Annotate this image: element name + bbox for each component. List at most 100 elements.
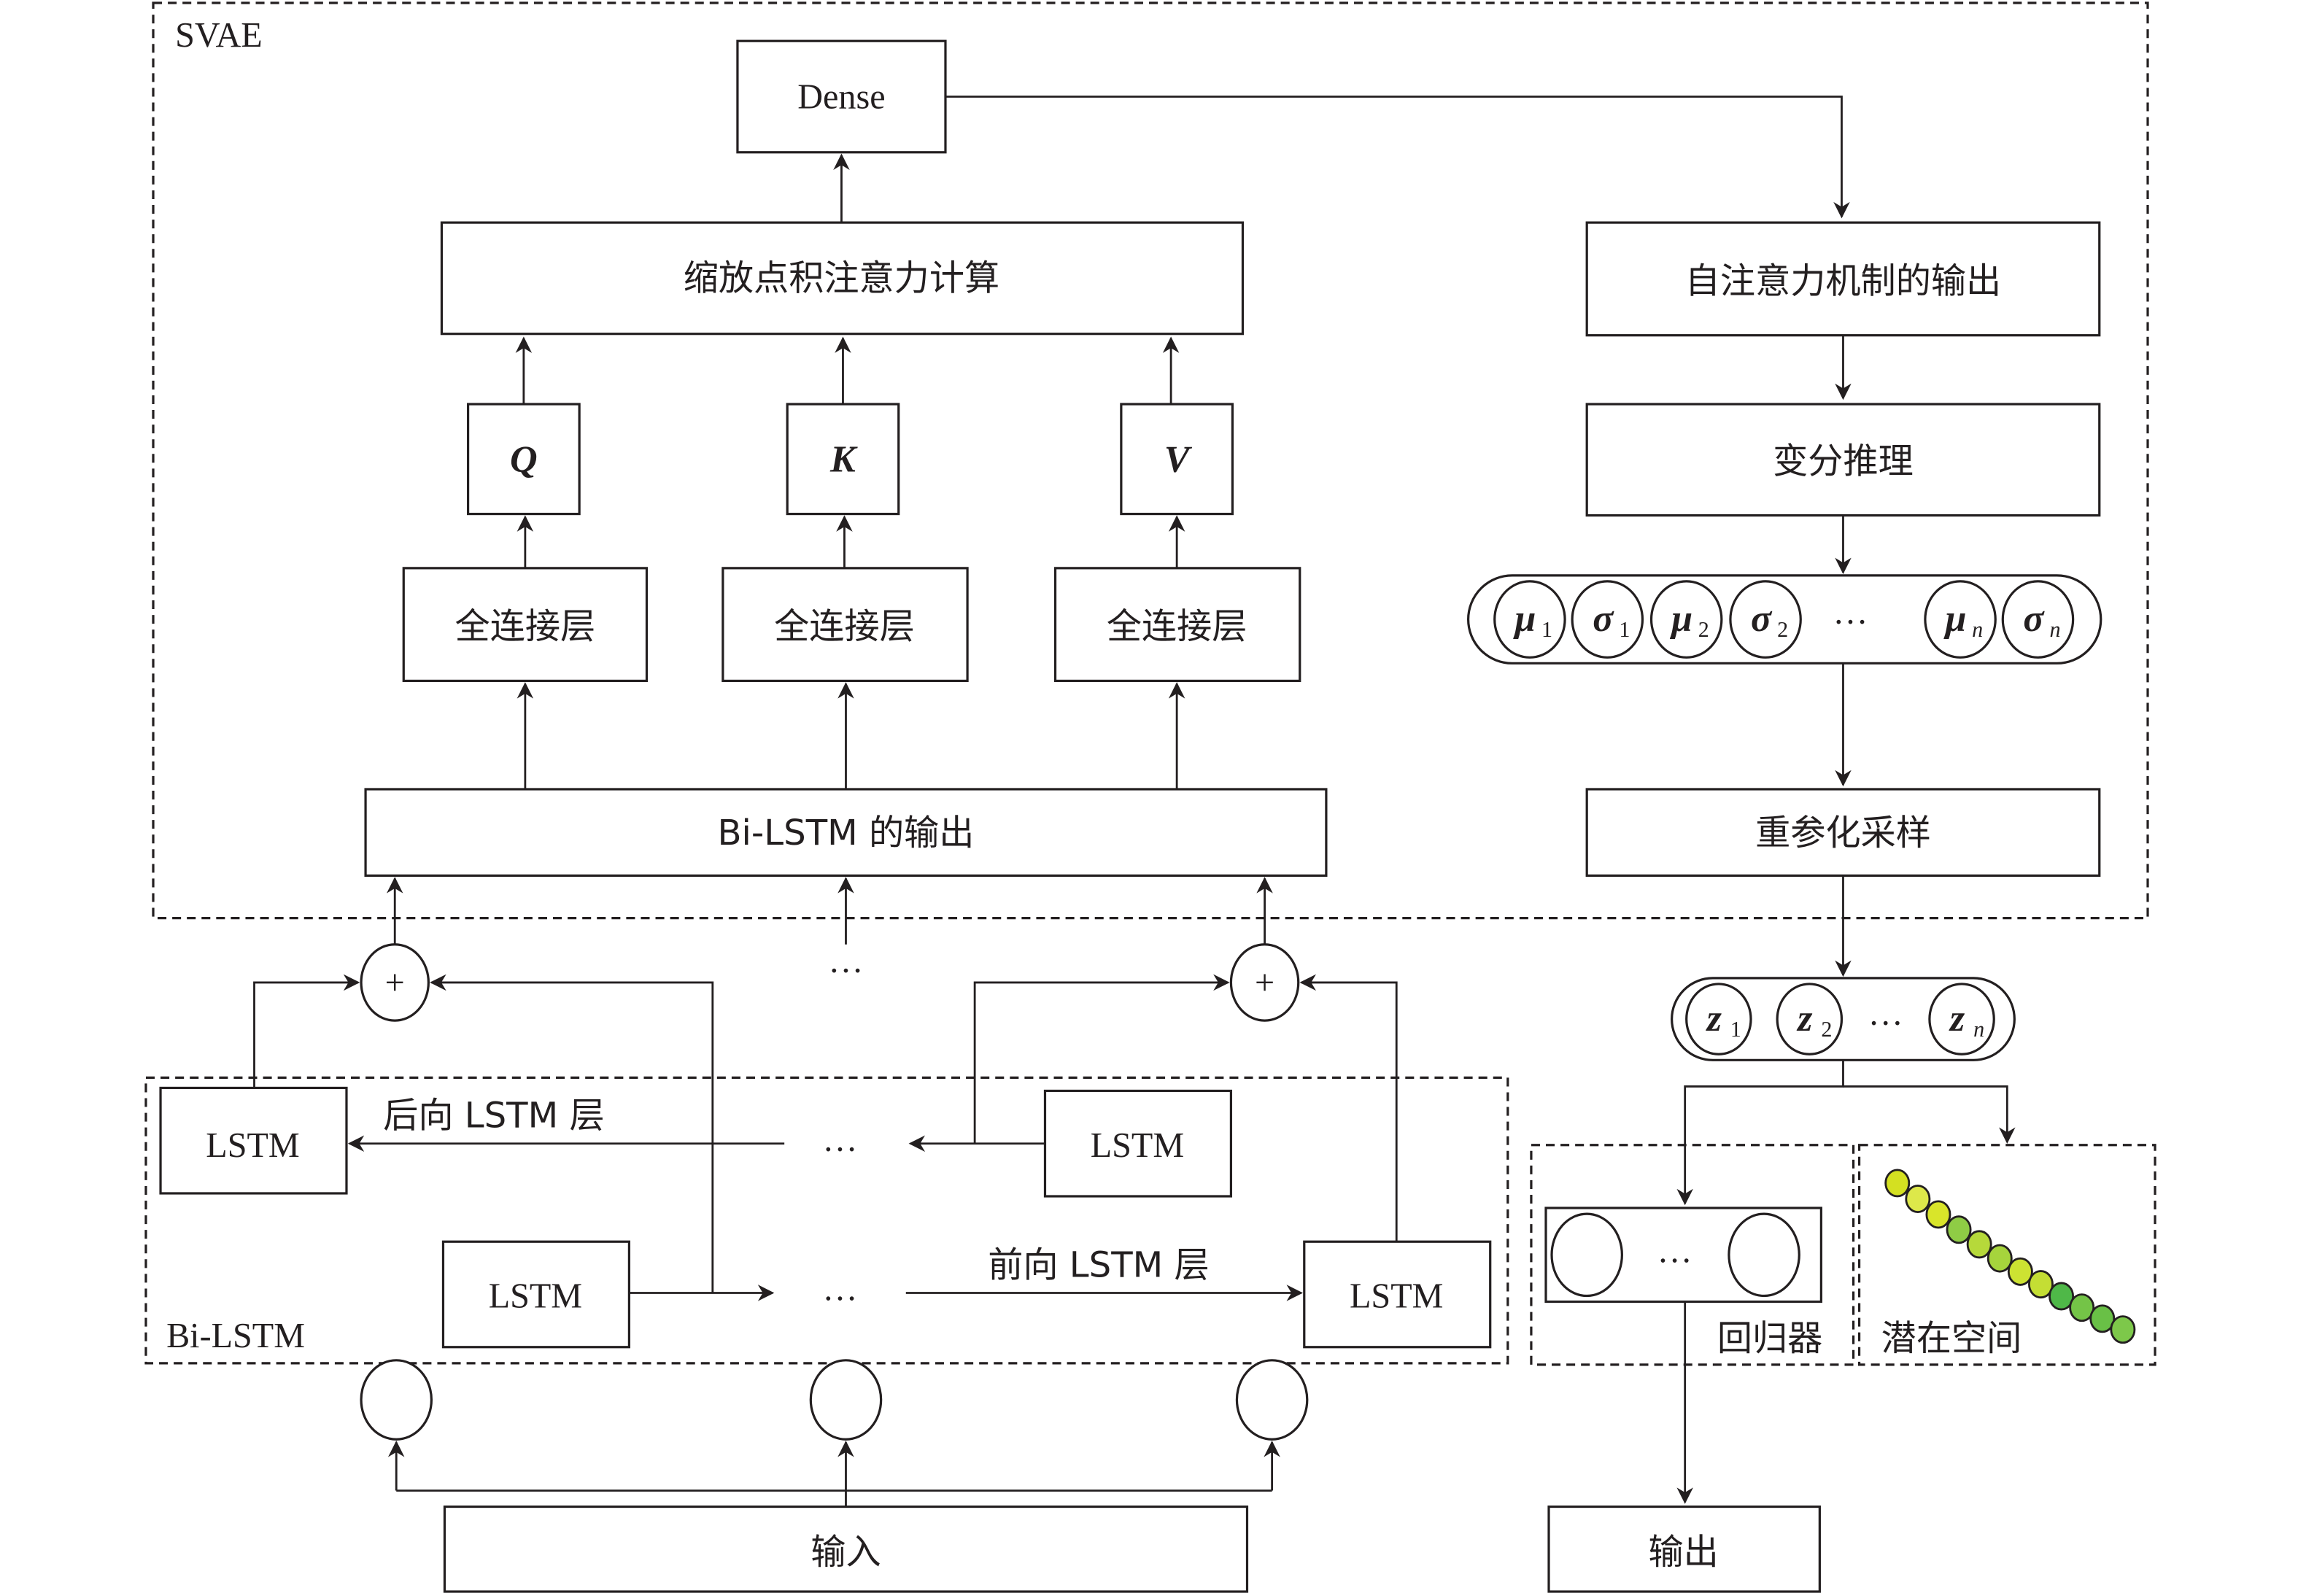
svae-region bbox=[152, 1, 2149, 920]
forward-ellipsis: … bbox=[822, 1270, 857, 1309]
fc-box-v bbox=[1053, 567, 1301, 683]
z_vars-symbol: z bbox=[1949, 997, 1965, 1039]
output-box bbox=[1547, 1505, 1821, 1593]
latent_params-circle bbox=[1729, 580, 1802, 659]
lstm-forward-right-label: LSTM bbox=[1350, 1277, 1443, 1316]
z-ellipsis: … bbox=[1868, 994, 1903, 1033]
z_vars-circle bbox=[1685, 983, 1752, 1055]
reparam-sampling-box bbox=[1585, 788, 2101, 877]
latent-space-label: 潜在空间 bbox=[1881, 1318, 2022, 1359]
latent_params-subscript: n bbox=[2050, 617, 2061, 642]
latent_params-symbol: μ bbox=[1512, 597, 1536, 640]
z_vars-subscript: 1 bbox=[1730, 1017, 1741, 1042]
latent-space-point bbox=[1905, 1185, 1931, 1214]
variational-inference-box bbox=[1585, 403, 2101, 517]
backward-ellipsis: … bbox=[822, 1120, 857, 1159]
z_vars-circle bbox=[1776, 983, 1844, 1055]
k-box bbox=[786, 403, 900, 516]
self-attention-output-label: 自注意力机制的输出 bbox=[1685, 260, 2001, 301]
fc-label-q: 全连接层 bbox=[455, 606, 596, 647]
latent_params-circle bbox=[1571, 580, 1644, 659]
fc-label-k: 全连接层 bbox=[774, 606, 915, 647]
latent_params-symbol: σ bbox=[2023, 597, 2045, 640]
input-node-3 bbox=[1235, 1359, 1309, 1441]
latent-space-point bbox=[2110, 1315, 2136, 1344]
svae-label: SVAE bbox=[175, 16, 263, 55]
z_vars-symbol: z bbox=[1796, 997, 1813, 1039]
lstm-backward-left-to-plus-arrow bbox=[253, 974, 360, 1088]
forward-layer-label: 前向 LSTM 层 bbox=[988, 1244, 1209, 1285]
lstm-forward-left bbox=[441, 1240, 631, 1349]
bilstm-output-label: Bi-LSTM 的输出 bbox=[718, 813, 975, 853]
regressor-region bbox=[1530, 1144, 1855, 1366]
latent-space-point bbox=[1925, 1200, 1951, 1229]
latent-space-point bbox=[1986, 1244, 2013, 1273]
z_vars-subscript: 2 bbox=[1821, 1017, 1832, 1042]
attention-calc-box bbox=[440, 221, 1245, 336]
lstm-forward-right bbox=[1303, 1240, 1492, 1349]
latent-space-point bbox=[1884, 1169, 1911, 1198]
latent_params-symbol: σ bbox=[1751, 597, 1773, 640]
z-to-regressor-arrow bbox=[1676, 1060, 1844, 1206]
dense-to-attention-output-arrow bbox=[945, 96, 1850, 219]
v-box bbox=[1120, 403, 1234, 516]
k-label: K bbox=[829, 438, 858, 480]
z_vars-symbol: z bbox=[1706, 997, 1722, 1039]
latent-space-point bbox=[2089, 1304, 2116, 1333]
lstm-backward-right-to-plus-arrow bbox=[973, 974, 1230, 1144]
latent-space-point bbox=[2049, 1282, 2075, 1311]
latent_params-circle bbox=[1649, 580, 1723, 659]
latent_params-subscript: 2 bbox=[1698, 617, 1709, 642]
regressor-node-last bbox=[1728, 1212, 1800, 1298]
middle-ellipsis: … bbox=[828, 942, 863, 980]
latent_params-subscript: n bbox=[1972, 617, 1983, 642]
latent_params-subscript: 2 bbox=[1777, 617, 1788, 642]
lstm-backward-right-label: LSTM bbox=[1091, 1126, 1184, 1165]
latent-space-point bbox=[1946, 1215, 1972, 1244]
latent-space-point bbox=[2007, 1257, 2033, 1286]
backward-layer-label: 后向 LSTM 层 bbox=[383, 1096, 604, 1136]
bilstm-region bbox=[144, 1076, 1509, 1365]
lstm-backward-left bbox=[159, 1086, 348, 1195]
latent_params-symbol: μ bbox=[1943, 597, 1967, 640]
variational-inference-label: 变分推理 bbox=[1773, 441, 1914, 481]
q-box bbox=[466, 403, 581, 516]
input-node-2 bbox=[809, 1359, 883, 1441]
lstm-forward-left-label: LSTM bbox=[489, 1277, 582, 1316]
plus-node-left-label: + bbox=[385, 964, 405, 1002]
z_vars-circle bbox=[1928, 983, 1995, 1055]
self-attention-output-box bbox=[1585, 221, 2101, 337]
latent_params-symbol: μ bbox=[1669, 597, 1692, 640]
latent-space-points bbox=[1884, 1169, 2136, 1344]
latent_params-circle bbox=[1493, 580, 1566, 659]
input-label: 输入 bbox=[811, 1532, 881, 1573]
bilstm-label: Bi-LSTM bbox=[166, 1317, 305, 1355]
dense-label: Dense bbox=[797, 78, 885, 117]
fc-label-v: 全连接层 bbox=[1107, 606, 1247, 647]
reparam-sampling-label: 重参化采样 bbox=[1755, 813, 1931, 853]
latent_params-subscript: 1 bbox=[1541, 617, 1552, 642]
output-label: 输出 bbox=[1649, 1532, 1719, 1573]
input-node-1 bbox=[360, 1359, 433, 1441]
regressor-label: 回归器 bbox=[1717, 1318, 1822, 1359]
latent-space-point bbox=[1966, 1230, 1992, 1259]
z_vars-subscript: n bbox=[1973, 1017, 1984, 1042]
attention-calc-label: 缩放点积注意力计算 bbox=[684, 257, 999, 298]
regressor-node-first bbox=[1550, 1212, 1623, 1298]
latent-space-region bbox=[1857, 1144, 2156, 1366]
latent_params-subscript: 1 bbox=[1619, 617, 1630, 642]
latent-params-ellipsis: … bbox=[1833, 593, 1868, 632]
latent_params-symbol: σ bbox=[1593, 597, 1614, 640]
regressor-ellipsis: … bbox=[1657, 1231, 1692, 1270]
